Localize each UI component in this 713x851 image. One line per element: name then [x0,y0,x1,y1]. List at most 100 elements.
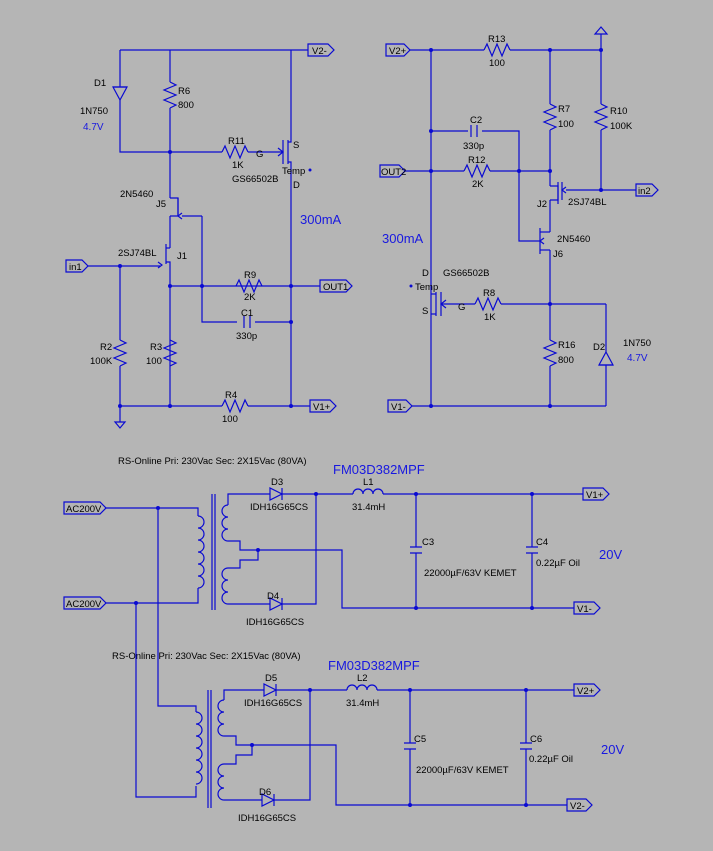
d3-name: D3 [271,477,283,488]
r13-name: R13 [488,34,505,45]
right-mosfet-temp: Temp [415,282,438,293]
d2-name: D2 [593,342,605,353]
capacitor-c4 [526,494,538,608]
c6-name: C6 [530,734,542,745]
jfet-j1 [157,230,171,406]
r3-value: 100 [146,356,162,367]
resistor-r6 [162,81,178,109]
left-mosfet-temp: Temp [282,166,305,177]
resistor-r16 [542,339,558,367]
right-mosfet-part: GS66502B [443,268,489,279]
d3-part: IDH16G65CS [250,502,308,513]
power-supply-2: RS-Online Pri: 230Vac Sec: 2X15Vac (80VA… [112,508,624,824]
port-in2: in2 [635,183,659,197]
left-amplifier: V2- D1 1N750 4.7V R6 800 R11 1K G [65,43,353,429]
port-v1-plus-psu-label: V1+ [586,490,604,501]
r12-name: R12 [468,155,485,166]
transformer-1-secondary-b [221,567,229,605]
c1-name: C1 [241,308,253,319]
d2-part: 1N750 [623,338,651,349]
port-v2-plus-label: V2+ [389,46,407,57]
d1-name: D1 [94,78,106,89]
c6-value: 0.22µF Oil [529,754,573,765]
right-amplifier: V2+ R13 100 R7 100 R10 100K in2 [379,26,659,413]
port-out1: OUT1 [319,279,353,293]
r13-value: 100 [489,58,505,69]
port-v2-minus-label: V2- [312,46,327,57]
inductor-l2 [346,684,378,691]
d4-name: D4 [267,591,279,602]
d5-name: D5 [265,673,277,684]
r6-name: R6 [178,86,190,97]
r2-value: 100K [90,356,113,367]
r9-name: R9 [244,270,256,281]
psu1-choke-part: FM03D382MPF [333,462,425,477]
psu2-transformer-note: RS-Online Pri: 230Vac Sec: 2X15Vac (80VA… [112,651,301,662]
c4-value: 0.22µF Oil [536,558,580,569]
d1-value: 4.7V [83,122,104,133]
d6-name: D6 [259,787,271,798]
j5-part: 2N5460 [120,189,153,200]
port-v1-minus: V1- [387,399,413,413]
c2-value: 330p [463,141,484,152]
port-v1-plus-label: V1+ [313,402,331,413]
resistor-r13 [483,42,511,58]
port-v2-minus-psu-label: V2- [570,801,585,812]
r16-value: 800 [558,355,574,366]
transformer-2-secondary-a [217,699,225,737]
d2-value: 4.7V [627,353,648,364]
r4-value: 100 [222,414,238,425]
d6-part: IDH16G65CS [238,813,296,824]
j5-name: J5 [156,199,166,210]
resistor-r9 [235,278,263,294]
r4-name: R4 [225,390,237,401]
transformer-1-primary [197,515,205,589]
r9-value: 2K [244,292,256,303]
j1-part: 2SJ74BL [118,248,157,259]
port-v2-minus-psu: V2- [566,798,593,812]
resistor-r11 [221,144,249,160]
port-out1-label: OUT1 [323,282,348,293]
psu2-choke-part: FM03D382MPF [328,658,420,673]
jfet-j5 [170,197,202,220]
j6-part: 2N5460 [557,234,590,245]
psu1-voltage: 20V [599,547,622,562]
port-v2-minus: V2- [307,43,335,57]
right-mosfet-s: S [422,306,428,317]
left-mosfet-s: S [293,140,299,151]
mosfet-right [409,284,475,316]
c2-name: C2 [470,115,482,126]
capacitor-c6 [520,690,532,805]
d5-part: IDH16G65CS [244,698,302,709]
port-ac200v-2: AC200V [63,596,107,610]
port-out2: OUT2 [379,164,406,178]
c3-name: C3 [422,537,434,548]
capacitor-c1 [237,316,255,328]
r7-name: R7 [558,104,570,115]
d4-part: IDH16G65CS [246,617,304,628]
r10-name: R10 [610,106,627,117]
r12-value: 2K [472,179,484,190]
port-ac200v-1: AC200V [63,501,107,515]
resistor-r10 [593,103,609,131]
mosfet-left [277,50,312,406]
port-v2-plus: V2+ [385,43,411,57]
port-v1-minus-psu-label: V1- [577,604,592,615]
jfet-j2 [550,182,567,204]
c3-value: 22000µF/63V KEMET [424,568,517,579]
c5-name: C5 [414,734,426,745]
transformer-1-secondary-a [221,504,229,542]
r11-name: R11 [228,136,245,147]
right-mosfet-d: D [422,268,429,279]
inductor-l1 [352,488,384,495]
port-v1-minus-label: V1- [391,402,406,413]
resistor-r3 [162,339,178,367]
capacitor-c2 [470,125,478,137]
l1-value: 31.4mH [352,502,385,513]
psu2-voltage: 20V [601,742,624,757]
r6-value: 800 [178,100,194,111]
port-in1-label: in1 [69,262,82,273]
port-v1-plus: V1+ [309,399,337,413]
l2-value: 31.4mH [346,698,379,709]
